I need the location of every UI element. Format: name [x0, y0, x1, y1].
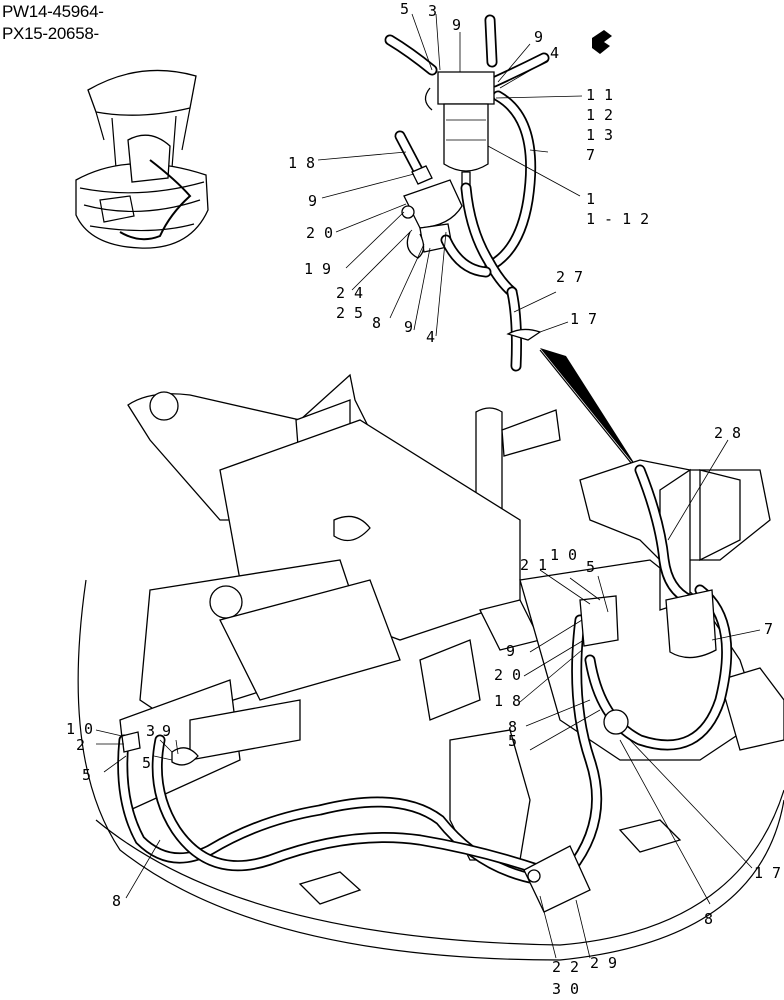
callout-3-top: 3 [428, 2, 437, 20]
callout-8-main-b: 8 [704, 910, 713, 928]
callout-13: 1 3 [586, 126, 613, 144]
callout-5-main: 5 [586, 558, 595, 576]
callout-9-top-c: 9 [308, 192, 317, 210]
callout-8-top: 8 [372, 314, 381, 332]
fuel-hose-routing [117, 464, 733, 913]
callout-10-left: 1 0 [66, 720, 93, 738]
serial-range-1: PW14-45964- [2, 2, 104, 21]
callout-9-top-b: 9 [534, 28, 543, 46]
callout-12: 1 2 [586, 106, 613, 124]
callout-21: 2 1 [520, 556, 547, 574]
callout-17-main: 1 7 [754, 864, 781, 882]
callout-9-left: 9 [162, 722, 171, 740]
callout-7-main: 7 [764, 620, 773, 638]
callout-8-left: 8 [112, 892, 121, 910]
callout-10-main: 1 0 [550, 546, 577, 564]
callout-30: 3 0 [552, 980, 579, 998]
callout-9-top-d: 9 [404, 318, 413, 336]
callout-4-top: 4 [550, 44, 559, 62]
callout-3-left: 3 [146, 722, 155, 740]
callout-2-left: 2 [76, 736, 85, 754]
callout-22: 2 2 [552, 958, 579, 976]
callout-28: 2 8 [714, 424, 741, 442]
callout-5-main-b: 5 [508, 732, 517, 750]
callout-1-12: 1 - 1 2 [586, 210, 649, 228]
callout-11: 1 1 [586, 86, 613, 104]
callout-20-main: 2 0 [494, 666, 521, 684]
callout-24: 2 4 [336, 284, 363, 302]
callout-9-top-a: 9 [452, 16, 461, 34]
fuel-filter-detail [384, 14, 641, 475]
excavator-thumbnail-icon [75, 69, 209, 249]
callout-7-top: 7 [586, 146, 595, 164]
callout-4-top-b: 4 [426, 328, 435, 346]
callout-19: 1 9 [304, 260, 331, 278]
callout-18-top: 1 8 [288, 154, 315, 172]
callout-9-main: 9 [506, 642, 515, 660]
pointing-hand-icon [592, 30, 612, 54]
callout-25: 2 5 [336, 304, 363, 322]
callout-1: 1 [586, 190, 595, 208]
callout-5-left: 5 [142, 754, 151, 772]
callout-18-main: 1 8 [494, 692, 521, 710]
callout-5-top: 5 [400, 0, 409, 18]
upper-structure-frame [77, 373, 784, 961]
callout-5-left-b: 5 [82, 766, 91, 784]
leader-lines [95, 13, 761, 959]
callout-27: 2 7 [556, 268, 583, 286]
callout-20-top: 2 0 [306, 224, 333, 242]
callout-8-main: 8 [508, 718, 517, 736]
callout-29: 2 9 [590, 954, 617, 972]
serial-range-2: PX15-20658- [2, 24, 99, 43]
callout-17-top: 1 7 [570, 310, 597, 328]
